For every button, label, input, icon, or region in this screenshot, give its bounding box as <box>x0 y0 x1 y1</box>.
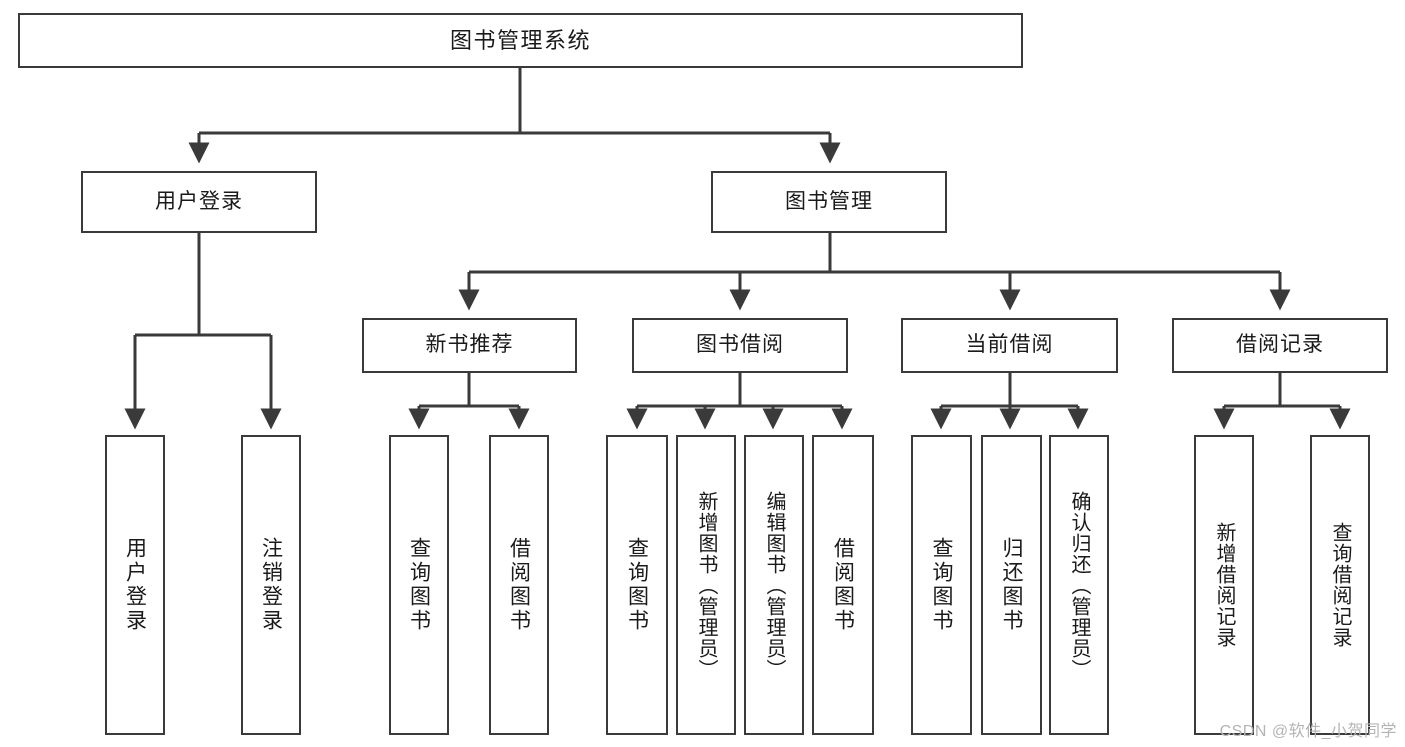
leaf-confirm-return-admin[interactable]: 确认归还（管理员） <box>1049 435 1109 735</box>
csdn-watermark: CSDN @软件_小贺同学 <box>1219 723 1397 740</box>
leaf-user-logout[interactable]: 注销登录 <box>241 435 301 735</box>
node-label: 查询图书 <box>407 537 431 633</box>
leaf-borrow-book-recommend[interactable]: 借阅图书 <box>489 435 549 735</box>
node-label: 新书推荐 <box>425 333 514 357</box>
leaf-add-borrow-record[interactable]: 新增借阅记录 <box>1194 435 1254 735</box>
node-label: 用户登录 <box>123 537 147 633</box>
node-label: 当前借阅 <box>965 333 1054 357</box>
node-label: 查询借阅记录 <box>1329 522 1351 648</box>
node-book-borrow[interactable]: 图书借阅 <box>632 318 848 373</box>
node-label: 借阅图书 <box>831 537 855 633</box>
node-label: 确认归还（管理员） <box>1068 490 1090 680</box>
node-new-book-recommend[interactable]: 新书推荐 <box>362 318 577 373</box>
leaf-return-book[interactable]: 归还图书 <box>981 435 1042 735</box>
node-borrow-record[interactable]: 借阅记录 <box>1172 318 1388 373</box>
leaf-query-book-recommend[interactable]: 查询图书 <box>389 435 449 735</box>
node-user-login[interactable]: 用户登录 <box>81 171 317 233</box>
node-label: 查询图书 <box>930 537 953 633</box>
node-label: 用户登录 <box>155 189 243 213</box>
leaf-query-borrow-record[interactable]: 查询借阅记录 <box>1310 435 1370 735</box>
node-label: 编辑图书（管理员） <box>763 490 785 680</box>
node-root-book-management-system[interactable]: 图书管理系统 <box>18 13 1023 68</box>
leaf-query-book-borrow[interactable]: 查询图书 <box>606 435 668 735</box>
node-label: 新增借阅记录 <box>1213 522 1235 648</box>
leaf-edit-book-admin[interactable]: 编辑图书（管理员） <box>744 435 804 735</box>
node-label: 新增图书（管理员） <box>695 490 717 680</box>
node-current-borrow[interactable]: 当前借阅 <box>901 318 1118 373</box>
leaf-add-book-admin[interactable]: 新增图书（管理员） <box>676 435 736 735</box>
leaf-borrow-book[interactable]: 借阅图书 <box>812 435 874 735</box>
node-label: 图书管理 <box>785 189 873 213</box>
leaf-user-login[interactable]: 用户登录 <box>105 435 165 735</box>
leaf-query-book-current[interactable]: 查询图书 <box>911 435 972 735</box>
node-label: 图书借阅 <box>696 333 784 357</box>
node-label: 借阅记录 <box>1236 333 1324 357</box>
node-label: 图书管理系统 <box>449 27 591 53</box>
node-label: 归还图书 <box>1000 537 1023 633</box>
node-label: 注销登录 <box>259 537 283 633</box>
node-label: 查询图书 <box>625 537 649 633</box>
node-label: 借阅图书 <box>507 537 531 633</box>
node-book-management[interactable]: 图书管理 <box>711 171 947 233</box>
